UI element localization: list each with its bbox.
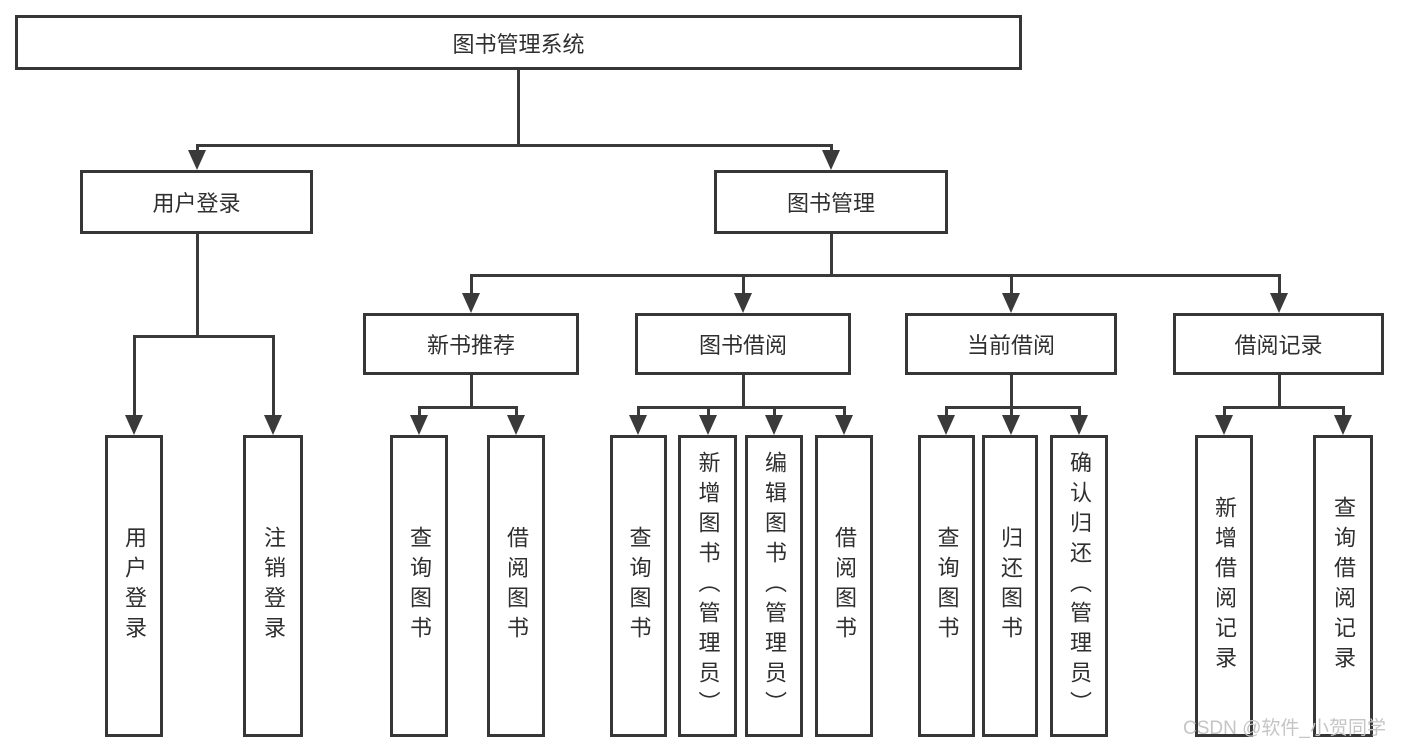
- connector-line: [469, 375, 473, 407]
- csdn-watermark: CSDN @软件_小贺同学: [1183, 718, 1386, 739]
- node-label: 查询图书: [626, 526, 652, 646]
- node-book-management-branch: 图书管理: [714, 170, 948, 234]
- connector-line: [469, 273, 1281, 277]
- node-label: 图书管理: [786, 191, 875, 216]
- arrowhead-down-icon: [1270, 293, 1288, 313]
- connector-line: [132, 334, 275, 338]
- arrowhead-down-icon: [507, 415, 525, 435]
- connector-line: [636, 407, 640, 415]
- connector-line: [1341, 407, 1345, 415]
- arrowhead-down-icon: [462, 293, 480, 313]
- node-label: 新书推荐: [426, 333, 515, 358]
- arrowhead-down-icon: [1334, 415, 1352, 435]
- connector-line: [514, 407, 518, 415]
- connector-line: [195, 145, 199, 151]
- node-book-borrowing: 图书借阅: [635, 313, 851, 375]
- leaf-borrow-books-borrowing: 借阅图书: [815, 435, 873, 737]
- leaf-return-books: 归还图书: [982, 435, 1038, 737]
- connector-line: [741, 375, 745, 407]
- node-borrowing-records: 借阅记录: [1173, 313, 1384, 375]
- arrowhead-down-icon: [765, 415, 783, 435]
- arrowhead-down-icon: [1070, 415, 1088, 435]
- connector-line: [829, 234, 833, 275]
- connector-line: [417, 405, 518, 409]
- node-current-borrowing: 当前借阅: [905, 313, 1117, 375]
- node-library-management-system: 图书管理系统: [15, 15, 1022, 70]
- arrowhead-down-icon: [125, 415, 143, 435]
- node-label: 查询图书: [934, 526, 960, 646]
- connector-line: [469, 275, 473, 293]
- connector-line: [636, 405, 846, 409]
- connector-line: [1277, 375, 1281, 407]
- node-label: 当前借阅: [966, 333, 1055, 358]
- connector-line: [772, 407, 776, 415]
- connector-line: [195, 234, 199, 336]
- node-label: 图书借阅: [698, 333, 787, 358]
- leaf-confirm-return-admin: 确认归还（管理员）: [1050, 435, 1108, 737]
- connector-line: [706, 407, 710, 415]
- leaf-user-login: 用户登录: [105, 435, 163, 737]
- node-label: 借阅图书: [504, 526, 529, 646]
- arrowhead-down-icon: [264, 415, 282, 435]
- node-label: 编辑图书（管理员）: [762, 451, 787, 721]
- leaf-add-borrow-record: 新增借阅记录: [1195, 435, 1253, 737]
- arrowhead-down-icon: [188, 150, 206, 170]
- connector-line: [1009, 375, 1013, 407]
- leaf-logout-login: 注销登录: [243, 435, 303, 737]
- arrowhead-down-icon: [1215, 415, 1233, 435]
- node-label: 图书管理系统: [452, 31, 585, 57]
- arrowhead-down-icon: [734, 293, 752, 313]
- node-label: 借阅记录: [1234, 333, 1323, 358]
- node-label: 查询图书: [407, 526, 432, 646]
- connector-line: [1009, 275, 1013, 293]
- connector-line: [195, 143, 833, 147]
- node-label: 新增图书（管理员）: [695, 451, 721, 721]
- node-new-book-recommendation: 新书推荐: [363, 313, 579, 375]
- arrowhead-down-icon: [629, 415, 647, 435]
- connector-line: [132, 336, 136, 415]
- node-label: 新增借阅记录: [1212, 496, 1237, 676]
- leaf-borrow-books-recommend: 借阅图书: [487, 435, 545, 737]
- connector-line: [741, 275, 745, 293]
- leaf-edit-books-admin: 编辑图书（管理员）: [745, 435, 803, 737]
- leaf-query-books-current: 查询图书: [918, 435, 975, 737]
- connector-line: [1077, 407, 1081, 415]
- connector-line: [829, 145, 833, 151]
- connector-line: [944, 405, 1081, 409]
- connector-line: [842, 407, 846, 415]
- leaf-query-books-recommend: 查询图书: [390, 435, 448, 737]
- node-label: 归还图书: [998, 526, 1023, 646]
- arrowhead-down-icon: [1002, 415, 1020, 435]
- connector-line: [944, 407, 948, 415]
- arrowhead-down-icon: [699, 415, 717, 435]
- arrowhead-down-icon: [937, 415, 955, 435]
- node-label: 注销登录: [261, 526, 286, 646]
- connector-line: [417, 407, 421, 415]
- node-label: 查询借阅记录: [1331, 496, 1356, 676]
- leaf-add-books-admin: 新增图书（管理员）: [678, 435, 737, 737]
- leaf-query-borrow-record: 查询借阅记录: [1313, 435, 1373, 737]
- arrowhead-down-icon: [835, 415, 853, 435]
- arrowhead-down-icon: [410, 415, 428, 435]
- connector-line: [1009, 407, 1013, 415]
- leaf-query-books-borrowing: 查询图书: [610, 435, 667, 737]
- connector-line: [1222, 407, 1226, 415]
- node-label: 用户登录: [152, 191, 241, 216]
- arrowhead-down-icon: [822, 150, 840, 170]
- node-label: 借阅图书: [832, 526, 857, 646]
- connector-line: [1277, 275, 1281, 293]
- node-user-login-branch: 用户登录: [80, 170, 313, 234]
- connector-line: [1222, 405, 1345, 409]
- node-label: 用户登录: [122, 526, 147, 646]
- arrowhead-down-icon: [1002, 293, 1020, 313]
- node-label: 确认归还（管理员）: [1067, 451, 1092, 721]
- connector-line: [516, 70, 520, 145]
- connector-line: [271, 336, 275, 415]
